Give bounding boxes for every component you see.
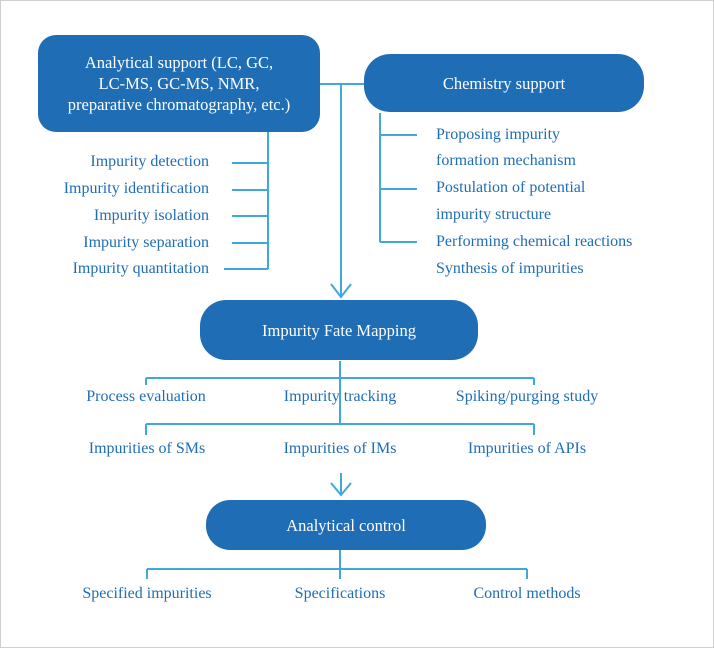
analytical-item-identification: Impurity identification xyxy=(63,180,209,197)
analytical-item-quantitation: Impurity quantitation xyxy=(72,260,209,277)
chemistry-item-2a: Postulation of potential xyxy=(436,179,586,196)
impurity-type-sms: Impurities of SMs xyxy=(88,440,206,457)
chemistry-item-4: Synthesis of impurities xyxy=(436,260,584,277)
analytical-support-line-1: Analytical support (LC, GC, xyxy=(84,53,274,72)
chemistry-item-2b: impurity structure xyxy=(436,206,552,223)
fate-item-impurity-tracking: Impurity tracking xyxy=(283,388,397,405)
analytical-support-line-2: LC-MS, GC-MS, NMR, xyxy=(98,74,260,93)
control-item-specifications: Specifications xyxy=(294,585,386,602)
analytical-item-detection: Impurity detection xyxy=(90,153,209,170)
chemistry-item-3: Performing chemical reactions xyxy=(436,233,633,250)
analytical-bracket xyxy=(224,131,269,270)
analytical-support-line-3: preparative chromatography, etc.) xyxy=(67,95,291,114)
impurity-type-apis: Impurities of APIs xyxy=(467,440,587,457)
control-item-control-methods: Control methods xyxy=(473,585,581,602)
control-item-specified-impurities: Specified impurities xyxy=(82,585,212,602)
arrow-to-fate-mapping xyxy=(319,83,365,299)
analytical-control-box: Analytical control xyxy=(206,500,486,550)
analytical-item-isolation: Impurity isolation xyxy=(93,207,209,224)
arrow-to-analytical-control xyxy=(330,473,352,497)
fate-mapping-box: Impurity Fate Mapping xyxy=(200,300,478,360)
impurity-type-ims: Impurities of IMs xyxy=(283,440,397,457)
fate-mapping-label: Impurity Fate Mapping xyxy=(262,320,416,340)
control-branch-lines xyxy=(146,550,528,579)
chemistry-support-label: Chemistry support xyxy=(442,73,566,93)
analytical-item-separation: Impurity separation xyxy=(83,234,209,251)
fate-item-spiking-purging: Spiking/purging study xyxy=(455,388,599,405)
analytical-control-label: Analytical control xyxy=(286,515,406,535)
chemistry-item-1a: Proposing impurity xyxy=(436,126,561,143)
chemistry-bracket xyxy=(379,113,417,243)
analytical-support-box: Analytical support (LC, GC, LC-MS, GC-MS… xyxy=(38,35,320,132)
chemistry-support-box: Chemistry support xyxy=(364,54,644,112)
fate-branch-lines xyxy=(145,361,535,435)
fate-item-process-evaluation: Process evaluation xyxy=(86,388,206,405)
chemistry-item-1b: formation mechanism xyxy=(436,152,576,169)
